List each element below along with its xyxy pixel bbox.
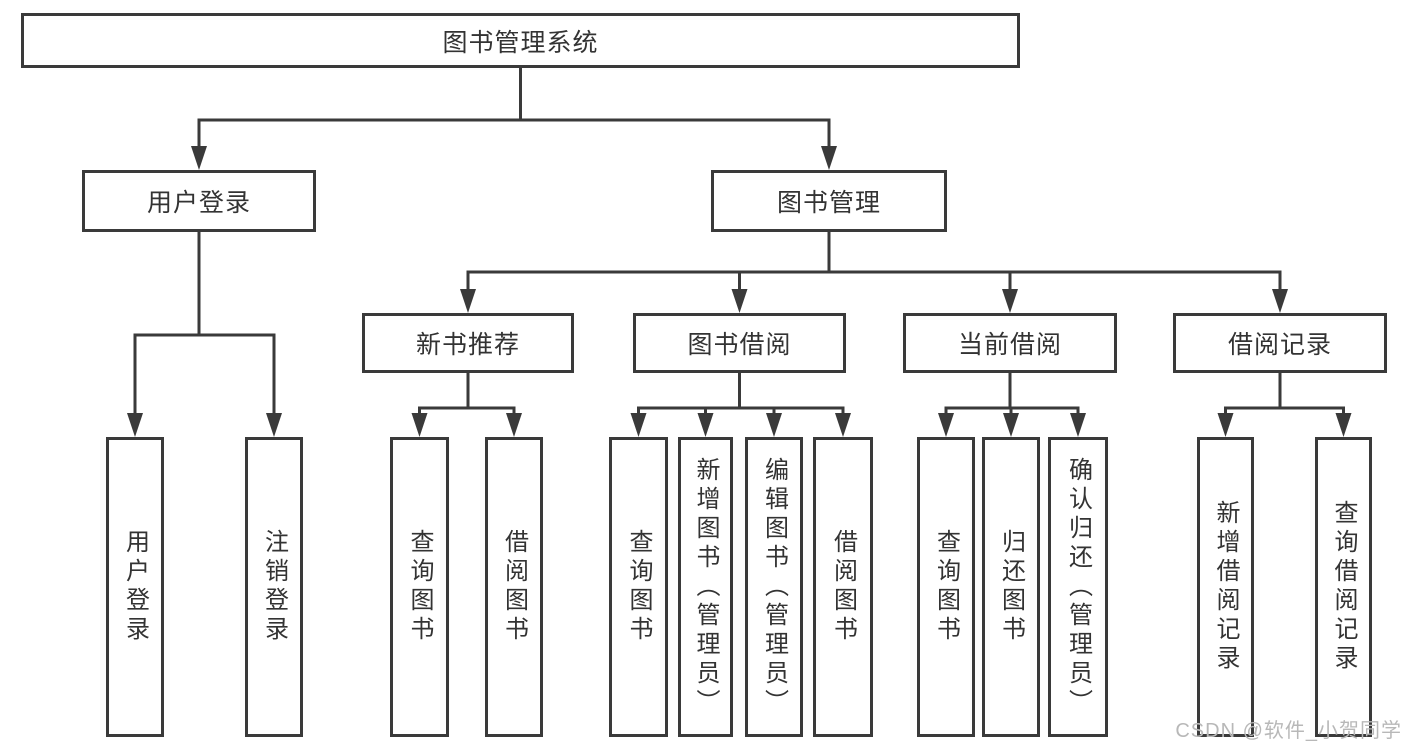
leaf-logout: 注销登录	[245, 437, 303, 737]
node-book-borrow: 图书借阅	[633, 313, 846, 373]
leaf-current-return-book: 归还图书	[982, 437, 1040, 737]
leaf-record-query-record: 查询借阅记录	[1315, 437, 1372, 737]
leaf-borrow-borrow-book: 借阅图书	[813, 437, 873, 737]
leaf-current-query-book: 查询图书	[917, 437, 975, 737]
node-borrow-record: 借阅记录	[1173, 313, 1387, 373]
csdn-watermark: CSDN @软件_小贺同学	[1175, 720, 1402, 742]
node-new-book-recommend: 新书推荐	[362, 313, 574, 373]
leaf-borrow-add-book-admin: 新增图书（管理员）	[678, 437, 733, 737]
node-user-login: 用户登录	[82, 170, 316, 232]
leaf-user-login: 用户登录	[106, 437, 164, 737]
node-current-borrow: 当前借阅	[903, 313, 1117, 373]
leaf-borrow-query-book: 查询图书	[609, 437, 668, 737]
node-book-management: 图书管理	[711, 170, 947, 232]
leaf-recommend-borrow-book: 借阅图书	[485, 437, 543, 737]
leaf-borrow-edit-book-admin: 编辑图书（管理员）	[745, 437, 803, 737]
leaf-recommend-query-book: 查询图书	[390, 437, 449, 737]
leaf-record-add-record: 新增借阅记录	[1197, 437, 1254, 737]
leaf-current-confirm-return-admin: 确认归还（管理员）	[1048, 437, 1108, 737]
node-root-system: 图书管理系统	[21, 13, 1020, 68]
